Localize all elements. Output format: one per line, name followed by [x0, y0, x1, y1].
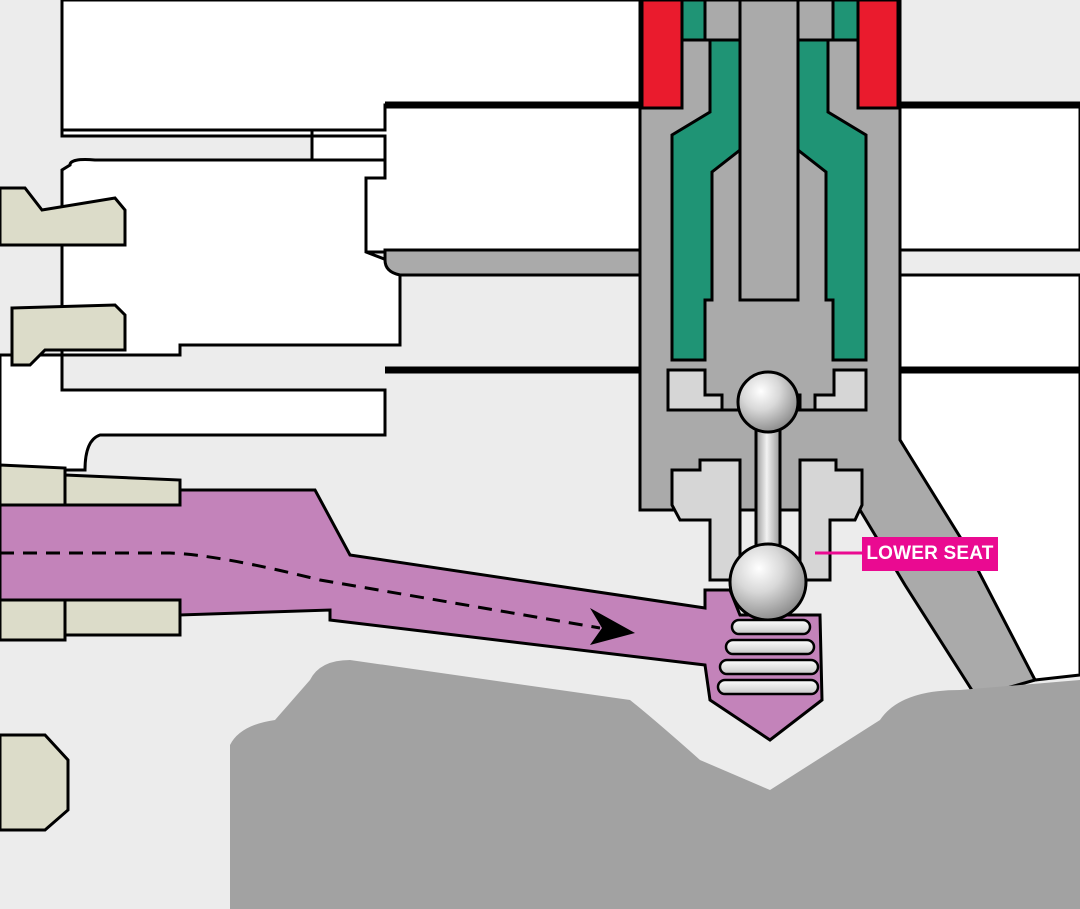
- middle-left-passage: [60, 158, 402, 357]
- fitting-top-left: [0, 186, 127, 247]
- seal-green-left: [670, 0, 742, 362]
- lower-ball-icon: [728, 542, 808, 622]
- fitting-mid-left: [10, 303, 127, 367]
- fluid-passage: [0, 488, 824, 742]
- seal-green-right: [796, 0, 868, 362]
- lower-seat-insert-right: [798, 458, 864, 582]
- flow-arrow-icon: [590, 608, 635, 645]
- fitting-lower-left: [0, 463, 67, 507]
- lower-seat-label: LOWER SEAT: [866, 543, 994, 564]
- fitting-corner-nut: [0, 733, 70, 832]
- stem-channel: [738, 0, 800, 302]
- upper-ball-icon: [736, 370, 800, 434]
- upper-right-block: [898, 103, 1080, 252]
- callout-box: [862, 537, 998, 571]
- lower-left-block: [0, 353, 387, 472]
- fitting-lower-left-2: [63, 473, 182, 507]
- fitting-bottom-left-2: [63, 598, 182, 637]
- seal-red-left: [640, 0, 684, 110]
- cast-body: [230, 660, 1080, 909]
- middle-right-block: [898, 273, 1080, 372]
- upper-seat-insert: [666, 368, 868, 412]
- spring-icon: [716, 618, 820, 696]
- valve-body-left-channel: [383, 248, 642, 277]
- lower-seat-insert: [670, 458, 742, 582]
- seal-red-right: [856, 0, 900, 110]
- flow-arrow-path: [0, 551, 601, 630]
- fitting-bottom-left: [0, 598, 67, 642]
